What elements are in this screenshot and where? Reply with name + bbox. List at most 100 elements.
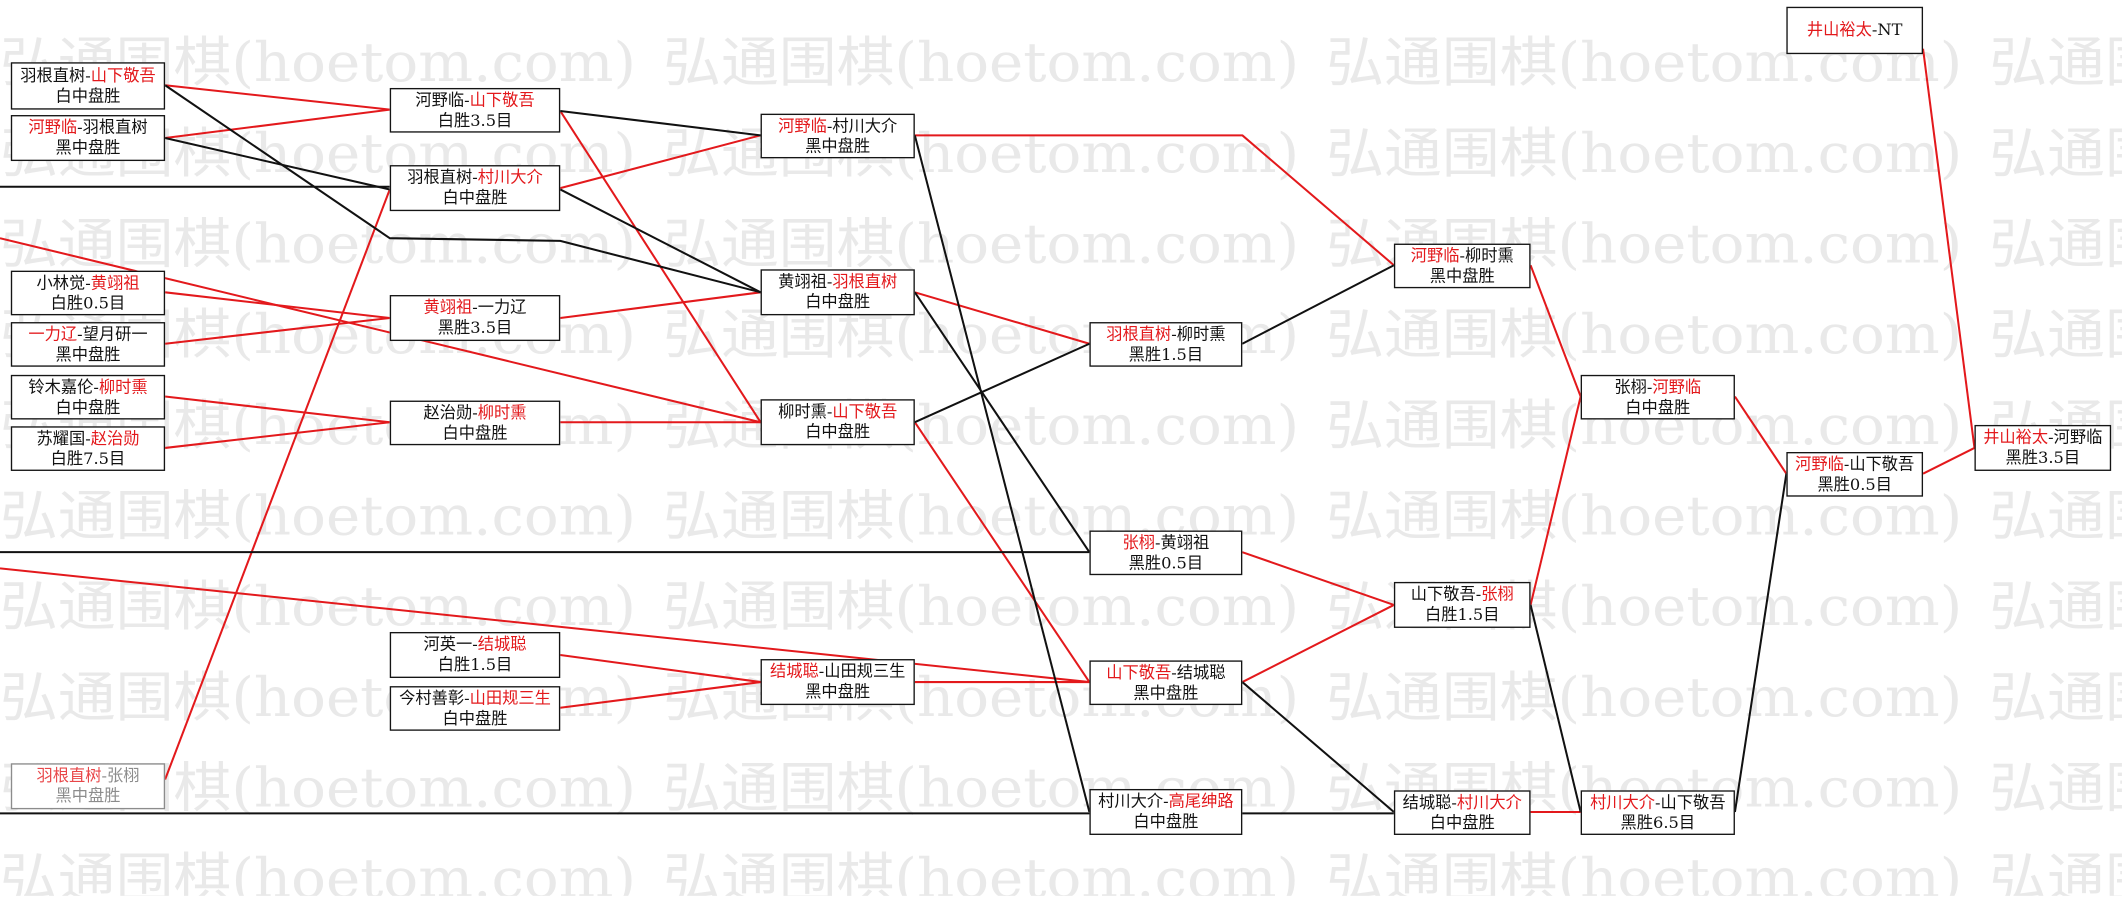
watermark-text: 弘通围棋(hoetom.com) [1326, 122, 1962, 185]
player-1-name: 一力辽 [28, 324, 78, 344]
separator: - [1154, 532, 1161, 552]
winner-connector-line [1922, 48, 1976, 449]
separator: - [1655, 792, 1661, 812]
separator: - [826, 115, 833, 135]
separator: - [464, 89, 470, 109]
watermark-text: 弘通围棋(hoetom.com) [663, 575, 1299, 638]
match-result: 白中盘胜 [442, 188, 508, 208]
watermark-text: 弘通围棋(hoetom.com) [1989, 666, 2122, 729]
match-players: 河野临-村川大介 [778, 116, 897, 136]
separator: - [85, 428, 91, 448]
match-result: 黑中盘胜 [1429, 265, 1495, 285]
player-1-name: 羽根直树 [20, 65, 86, 85]
separator: - [1451, 792, 1457, 812]
player-2-name: 赵治勋 [90, 428, 140, 448]
match-result: 黑中盘胜 [805, 682, 871, 702]
player-2-name: 河野临 [2053, 427, 2103, 447]
separator: - [2048, 427, 2054, 447]
player-1-name: 山下敬吾 [1410, 584, 1476, 604]
player-1-name: 铃木嘉伦 [28, 376, 94, 396]
watermark-text: 弘通围棋(hoetom.com) [1989, 575, 2122, 638]
match-players: 井山裕太-河野临 [1983, 428, 2102, 448]
watermark-text: 弘通围棋(hoetom.com) [1989, 31, 2122, 94]
player-1-name: 河野临 [28, 117, 78, 137]
player-2-name: 山下敬吾 [1660, 792, 1726, 812]
player-2-name: 黄翊祖 [1160, 532, 1210, 552]
player-2-name: 村川大介 [1456, 792, 1522, 812]
player-1-name: 黄翊祖 [423, 297, 473, 317]
watermark-text: 弘通围棋(hoetom.com) [1989, 485, 2122, 548]
winner-connector-line [164, 421, 390, 449]
loser-connector-line [1241, 681, 1395, 813]
match-result: 白中盘胜 [805, 422, 871, 442]
loser-connector-line [164, 137, 390, 191]
match-players: 黄翊祖-羽根直树 [778, 272, 897, 292]
player-2-name: 柳时熏 [1176, 324, 1226, 344]
match-players: 结城聪-山田规三生 [770, 662, 905, 682]
match-box: 井山裕太-河野临黑胜3.5目 [1974, 424, 2112, 471]
match-result: 白中盘胜 [55, 85, 121, 105]
match-box: 结城聪-村川大介白中盘胜 [1393, 790, 1531, 835]
match-box: 井山裕太-NT [1786, 6, 1924, 55]
player-1-name: 今村善彰 [399, 688, 465, 708]
match-box: 河野临-柳时熏黑中盘胜 [1393, 243, 1531, 289]
separator: - [77, 324, 83, 344]
match-result: 黑中盘胜 [55, 138, 121, 157]
match-box: 河野临-村川大介黑中盘胜 [760, 113, 915, 159]
loser-connector-line [560, 109, 761, 137]
winner-connector-line [0, 237, 761, 424]
player-2-name: 柳时熏 [477, 402, 527, 422]
separator: - [85, 65, 91, 85]
separator: - [101, 765, 107, 785]
winner-connector-line [560, 653, 761, 684]
player-1-name: 羽根直树 [36, 765, 102, 785]
watermark-text: 弘通围棋(hoetom.com) [663, 847, 1299, 896]
separator: - [1459, 245, 1465, 265]
match-result: 白胜3.5目 [437, 110, 513, 130]
winner-connector-line [1529, 396, 1582, 606]
match-players: 一力辽-望月研一 [28, 324, 147, 344]
winner-connector-line [1241, 604, 1395, 683]
match-box: 山下敬吾-结城聪黑中盘胜 [1089, 660, 1243, 706]
separator: - [85, 272, 91, 292]
match-result: 白中盘胜 [442, 708, 508, 728]
winner-connector-line [164, 84, 390, 111]
match-box: 苏耀国-赵治勋白胜7.5目 [10, 426, 166, 471]
winner-connector-line [560, 134, 761, 190]
match-result: 白中盘胜 [1625, 397, 1691, 417]
loser-connector-line [914, 342, 1090, 424]
match-players: 羽根直树-柳时熏 [1106, 324, 1225, 344]
separator: - [472, 634, 478, 654]
match-players: 村川大介-山下敬吾 [1590, 792, 1725, 812]
match-box: 赵治勋-柳时熏白中盘胜 [389, 400, 561, 446]
match-result: 白胜7.5目 [50, 448, 126, 468]
match-result: 白胜0.5目 [50, 292, 126, 312]
player-1-name: 河野临 [1795, 454, 1844, 473]
player-1-name: 井山裕太 [1983, 427, 2049, 447]
match-players: 羽根直树-张栩 [36, 766, 139, 786]
watermark-text: 弘通围棋(hoetom.com) [1989, 213, 2122, 276]
match-box: 铃木嘉伦-柳时熏白中盘胜 [10, 374, 166, 420]
player-2-name: 村川大介 [832, 115, 898, 135]
loser-connector-line [913, 135, 1091, 813]
match-box: 河野临-山下敬吾白胜3.5目 [389, 87, 561, 133]
match-box: 河野临-羽根直树黑中盘胜 [10, 115, 166, 162]
watermark-text: 弘通围棋(hoetom.com) [0, 485, 636, 548]
match-players: 今村善彰-山田规三生 [399, 688, 551, 708]
watermark-text: 弘通围棋(hoetom.com) [1326, 666, 1962, 729]
match-box: 张栩-黄翊祖黑胜0.5目 [1089, 530, 1243, 576]
player-1-name: 河野临 [778, 115, 827, 135]
player-2-name: 村川大介 [477, 167, 543, 187]
separator: - [826, 272, 833, 291]
match-result: 黑胜0.5目 [1128, 552, 1204, 572]
match-players: 柳时熏-山下敬吾 [778, 402, 897, 422]
player-2-name: 羽根直树 [82, 117, 148, 137]
separator: - [1646, 376, 1653, 396]
separator: - [472, 297, 478, 317]
player-2-name: 一力辽 [477, 297, 527, 317]
match-result: 白中盘胜 [805, 292, 871, 312]
separator: - [93, 376, 99, 396]
winner-connector-line [1529, 264, 1582, 397]
